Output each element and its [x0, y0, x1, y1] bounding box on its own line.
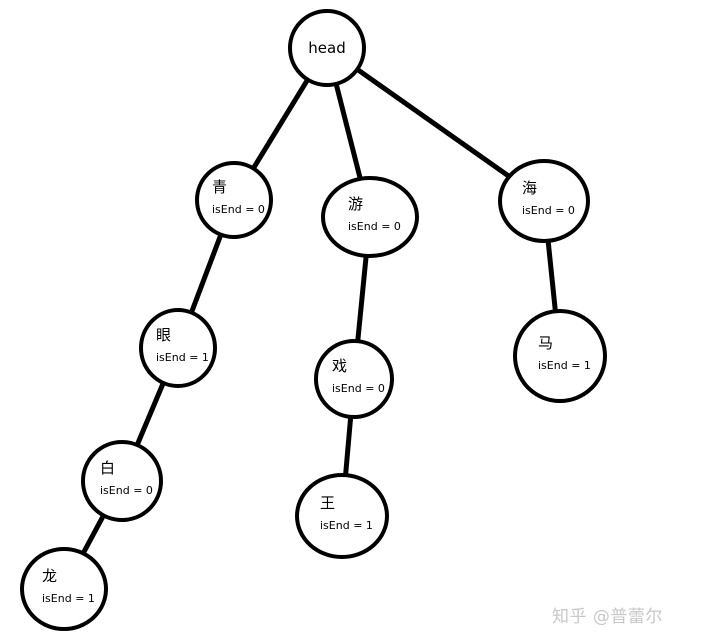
node-circle-xi [314, 339, 394, 419]
node-flag-wang: isEnd = 1 [320, 519, 373, 532]
node-label-you: 游 [348, 195, 363, 213]
node-circle-head [288, 9, 366, 87]
node-flag-qing: isEnd = 0 [212, 203, 265, 216]
node-qing: 青 isEnd = 0 [195, 161, 273, 239]
node-label-wang: 王 [320, 494, 335, 512]
node-label-qing: 青 [212, 178, 227, 196]
node-circle-bai [81, 440, 163, 522]
node-label-hai: 海 [522, 179, 537, 197]
node-flag-you: isEnd = 0 [348, 220, 401, 233]
node-you: 游 isEnd = 0 [321, 176, 419, 258]
node-xi: 戏 isEnd = 0 [314, 339, 394, 419]
node-flag-ma: isEnd = 1 [538, 359, 591, 372]
node-circle-qing [195, 161, 273, 239]
node-flag-xi: isEnd = 0 [332, 382, 385, 395]
node-ma: 马 isEnd = 1 [513, 309, 607, 403]
node-label-bai: 白 [100, 459, 115, 477]
node-label-yan: 眼 [156, 326, 171, 344]
trie-nodes: head 青 isEnd = 0 游 isEnd = 0 海 isEnd = 0 眼 isEnd… [20, 9, 607, 631]
node-circle-yan [139, 308, 217, 388]
node-hai: 海 isEnd = 0 [498, 159, 590, 243]
node-circle-ma [513, 309, 607, 403]
node-label-head: head [308, 39, 345, 57]
node-long: 龙 isEnd = 1 [20, 547, 108, 631]
node-flag-long: isEnd = 1 [42, 592, 95, 605]
watermark: 知乎 @普蕾尔 [552, 607, 663, 627]
node-yan: 眼 isEnd = 1 [139, 308, 217, 388]
node-label-xi: 戏 [332, 357, 347, 375]
node-circle-long [20, 547, 108, 631]
node-head: head [288, 9, 366, 87]
node-label-long: 龙 [42, 567, 57, 585]
node-wang: 王 isEnd = 1 [295, 473, 389, 559]
node-bai: 白 isEnd = 0 [81, 440, 163, 522]
node-flag-bai: isEnd = 0 [100, 484, 153, 497]
node-label-ma: 马 [538, 334, 553, 352]
node-circle-wang [295, 473, 389, 559]
node-circle-hai [498, 159, 590, 243]
node-flag-hai: isEnd = 0 [522, 204, 575, 217]
node-flag-yan: isEnd = 1 [156, 351, 209, 364]
node-circle-you [321, 176, 419, 258]
